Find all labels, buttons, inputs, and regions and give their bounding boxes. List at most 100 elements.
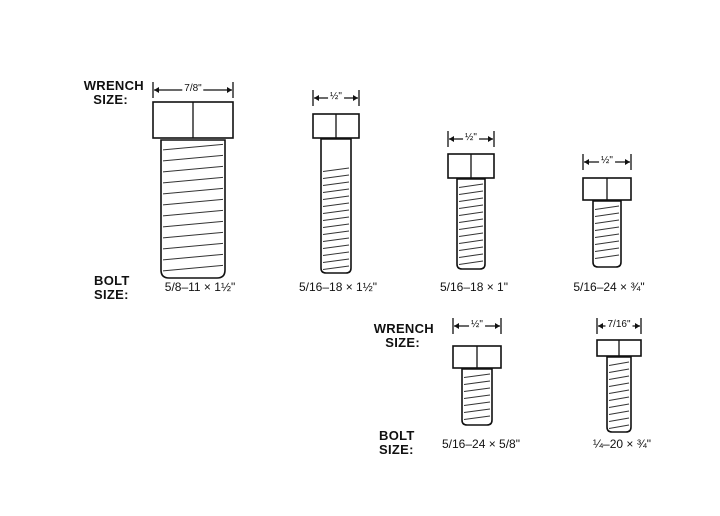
wrench-label-line2: SIZE: <box>385 335 420 350</box>
bolt-label-line1: BOLT <box>379 428 415 443</box>
thread-line <box>608 382 630 387</box>
bolt-shank <box>320 138 352 274</box>
bolt-shank <box>606 356 632 433</box>
bolt-shank <box>592 200 622 268</box>
bolt-size-value: 5/16–24 × 5/8" <box>442 437 520 451</box>
thread-line <box>608 361 630 366</box>
thread-line <box>162 242 224 250</box>
arrow-right-icon <box>227 87 232 93</box>
bolt-label-line2: SIZE: <box>379 442 414 457</box>
thread-line <box>463 373 491 378</box>
bolt-size-value: 5/16–18 × 1" <box>440 280 508 294</box>
thread-line <box>463 394 491 399</box>
bolt-size-value: 5/16–18 × 1½" <box>299 280 377 294</box>
thread-line <box>458 218 484 223</box>
thread-line <box>608 389 630 394</box>
thread-line <box>608 375 630 380</box>
arrow-right-icon <box>495 323 500 329</box>
thread-line <box>594 219 620 224</box>
thread-line <box>162 220 224 228</box>
wrench-label-line1: WRENCH <box>83 78 144 93</box>
wrench-size-label-top: WRENCH SIZE: <box>70 79 144 107</box>
arrow-left-icon <box>314 95 319 101</box>
thread-line <box>162 253 224 261</box>
thread-line <box>608 424 630 429</box>
bolt-illustration <box>596 318 642 433</box>
thread-line <box>463 408 491 413</box>
thread-line <box>594 205 620 210</box>
wrench-size-value: ½" <box>599 155 615 166</box>
bolt-shank <box>461 368 493 426</box>
thread-line <box>162 176 224 184</box>
thread-line <box>322 167 350 172</box>
thread-line <box>458 183 484 188</box>
thread-line <box>458 246 484 251</box>
arrow-right-icon <box>625 159 630 165</box>
arrow-left-icon <box>598 323 603 329</box>
thread-line <box>322 244 350 249</box>
thread-line <box>322 265 350 270</box>
thread-line <box>162 209 224 217</box>
thread-line <box>458 253 484 258</box>
thread-line <box>594 254 620 259</box>
thread-line <box>458 190 484 195</box>
thread-line <box>458 239 484 244</box>
arrow-left-icon <box>154 87 159 93</box>
bolt-size-value: 5/16–24 × ¾" <box>573 280 645 294</box>
thread-line <box>322 195 350 200</box>
bolt-size-value: 5/8–11 × 1½" <box>164 280 236 294</box>
wrench-size-value: ½" <box>469 319 485 330</box>
thread-line <box>594 226 620 231</box>
thread-line <box>608 396 630 401</box>
bolt-size-label-top: BOLT SIZE: <box>94 274 130 302</box>
thread-line <box>322 181 350 186</box>
thread-line <box>162 143 224 151</box>
arrow-right-icon <box>353 95 358 101</box>
thread-line <box>322 209 350 214</box>
thread-line <box>463 387 491 392</box>
thread-line <box>594 212 620 217</box>
thread-line <box>322 174 350 179</box>
bolt-illustration <box>582 154 632 268</box>
thread-line <box>608 403 630 408</box>
arrow-left-icon <box>584 159 589 165</box>
arrow-left-icon <box>449 136 454 142</box>
bolt-illustration <box>447 131 495 270</box>
bolt-label-line2: SIZE: <box>94 287 129 302</box>
thread-line <box>608 417 630 422</box>
thread-line <box>322 237 350 242</box>
thread-line <box>322 251 350 256</box>
thread-line <box>594 233 620 238</box>
arrow-left-icon <box>454 323 459 329</box>
thread-line <box>594 247 620 252</box>
bolt-illustration <box>452 318 502 426</box>
bolts-layer <box>152 82 642 433</box>
thread-line <box>458 211 484 216</box>
bolt-shank <box>456 178 486 270</box>
thread-line <box>322 258 350 263</box>
thread-line <box>463 401 491 406</box>
bolt-illustration <box>152 82 234 279</box>
thread-line <box>458 197 484 202</box>
thread-line <box>322 188 350 193</box>
thread-line <box>162 198 224 206</box>
bolt-illustration <box>312 90 360 274</box>
thread-line <box>458 260 484 265</box>
thread-line <box>608 368 630 373</box>
thread-line <box>162 165 224 173</box>
thread-line <box>463 415 491 420</box>
wrench-label-line1: WRENCH <box>373 321 434 336</box>
wrench-size-label-bottom: WRENCH SIZE: <box>362 322 434 350</box>
bolt-shank <box>160 139 226 279</box>
thread-line <box>162 231 224 239</box>
thread-line <box>322 230 350 235</box>
thread-line <box>162 154 224 162</box>
thread-line <box>322 202 350 207</box>
thread-line <box>322 216 350 221</box>
thread-line <box>162 264 224 272</box>
bolt-size-label-bottom: BOLT SIZE: <box>379 429 415 457</box>
wrench-size-value: 7/8" <box>182 83 204 94</box>
thread-line <box>594 240 620 245</box>
bolt-label-line1: BOLT <box>94 273 130 288</box>
thread-line <box>463 380 491 385</box>
